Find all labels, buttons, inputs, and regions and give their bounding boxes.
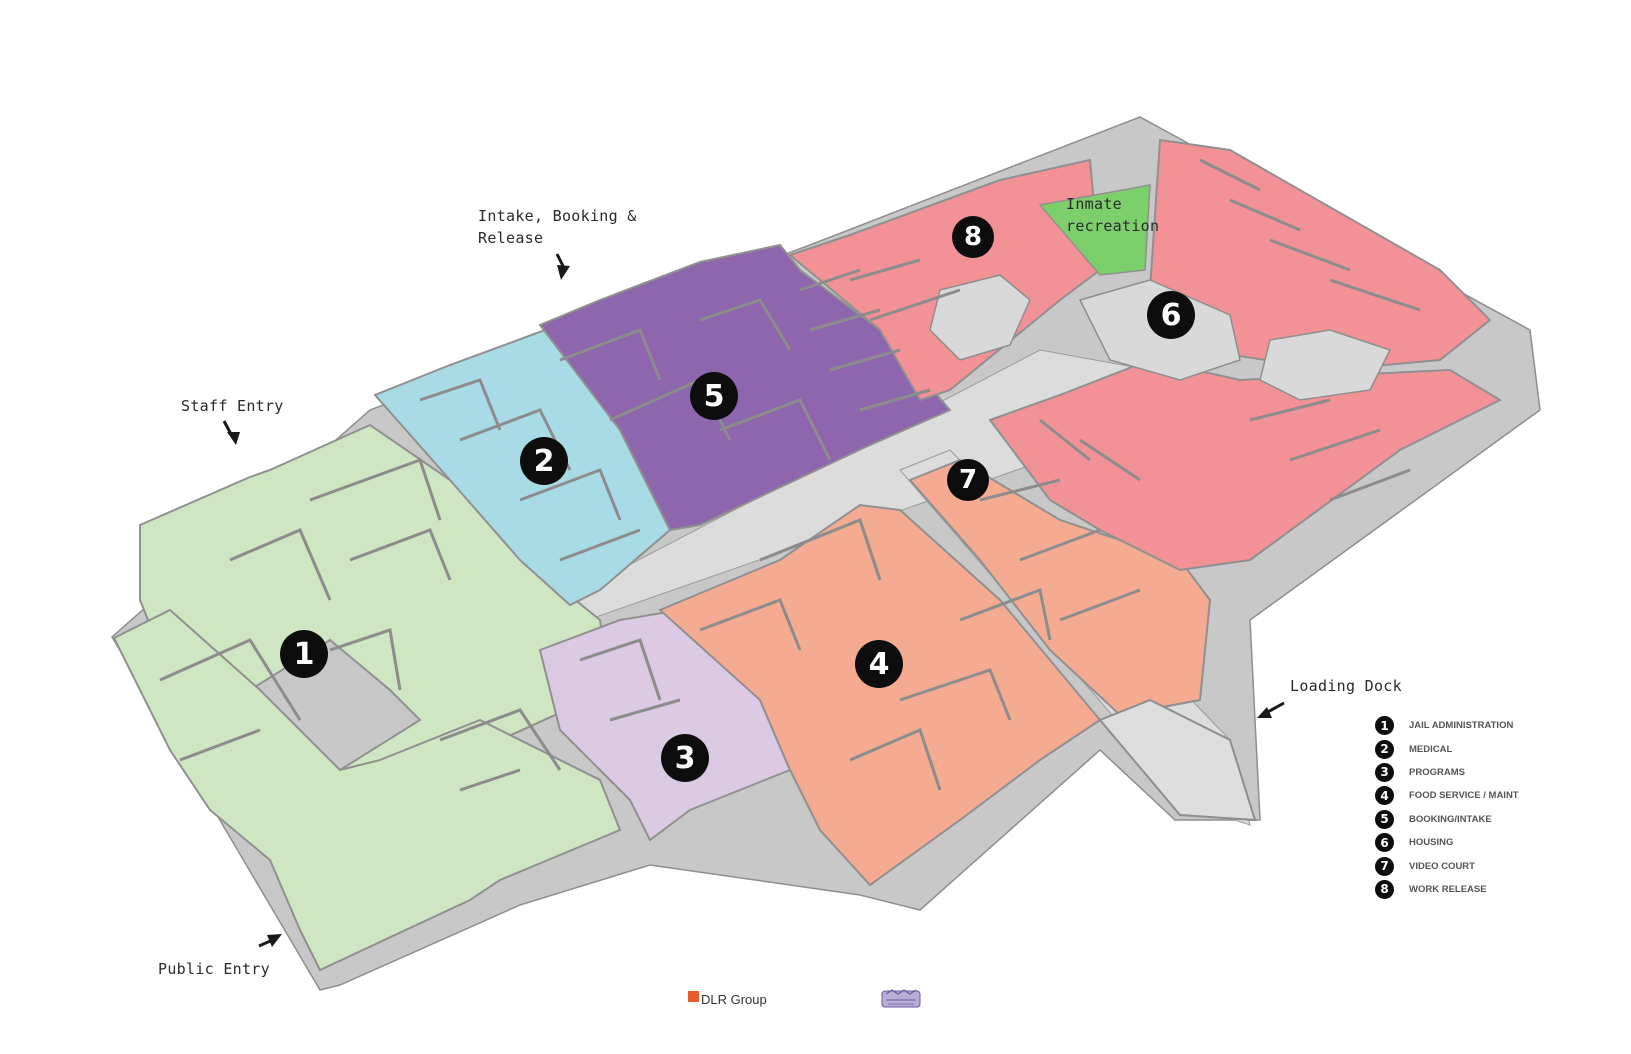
legend-label: FOOD SERVICE / MAINT/ [1409,790,1519,802]
arrows [222,253,1285,948]
zone-badge-4: 4 [855,640,903,688]
zone-badge-7: 7 [947,459,989,501]
intake-booking-release-label: Intake, Booking & Release [478,205,637,249]
legend-item: 5 BOOKING/INTAKE [1375,808,1535,831]
intake-label-line2: Release [478,229,544,247]
zone-recreation [1038,184,1151,276]
zone-badge-6: 6 [1147,291,1195,339]
zone-badge-1: 1 [280,630,328,678]
legend-label: BOOKING/INTAKE [1409,813,1492,825]
legend-number: 4 [1375,786,1394,806]
inmate-recreation-label: Inmate recreation [1066,193,1159,237]
legend-item: 3 PROGRAMS [1375,761,1535,784]
intake-label-line1: Intake, Booking & [478,207,637,225]
legend-number: 8 [1375,879,1394,899]
zone-badge-8: 8 [952,216,994,258]
legend-number: 6 [1375,833,1394,853]
legend-item: 1 JAIL ADMINISTRATION [1375,714,1535,737]
dlr-group-logo: DLR Group [688,991,767,1007]
legend-item: 8 WORK RELEASE [1375,878,1535,901]
legend-label: WORK RELEASE [1409,883,1487,895]
dlr-logo-mark-icon [688,991,699,1002]
interior-walls [159,158,1421,792]
legend-number: 7 [1375,856,1394,876]
legend-number: 5 [1375,809,1394,829]
legend-number: 2 [1375,739,1394,759]
zone-badge-2: 2 [520,437,568,485]
zone-badge-3: 3 [661,734,709,782]
recreation-label-line2: recreation [1066,217,1160,235]
legend-item: 7 VIDEO COURT [1375,854,1535,877]
dlr-group-text: DLR Group [701,992,767,1007]
zone-food-service [658,458,1212,887]
legend-label: MEDICAL [1409,743,1453,755]
legend-label: JAIL ADMINISTRATION [1409,720,1514,732]
legend: 1 JAIL ADMINISTRATION 2 MEDICAL 3 PROGRA… [1375,714,1535,901]
legend-label: PROGRAMS [1409,766,1465,778]
loading-dock-label: Loading Dock [1290,677,1402,695]
county-seal-logo-icon [881,989,921,1008]
zone-badge-5: 5 [690,372,738,420]
legend-item: 6 HOUSING [1375,831,1535,854]
public-entry-label: Public Entry [158,960,270,978]
legend-number: 3 [1375,762,1394,782]
recreation-label-line1: Inmate [1066,195,1122,213]
zone-administration [112,423,622,972]
loading-dock-area [1098,698,1257,822]
legend-label: VIDEO COURT [1409,860,1475,872]
legend-item: 4 FOOD SERVICE / MAINT/ [1375,784,1535,807]
staff-entry-label: Staff Entry [181,397,284,415]
legend-item: 2 MEDICAL [1375,737,1535,760]
legend-label: HOUSING [1409,837,1454,849]
zone-housing [787,138,1503,572]
legend-number: 1 [1375,716,1394,736]
